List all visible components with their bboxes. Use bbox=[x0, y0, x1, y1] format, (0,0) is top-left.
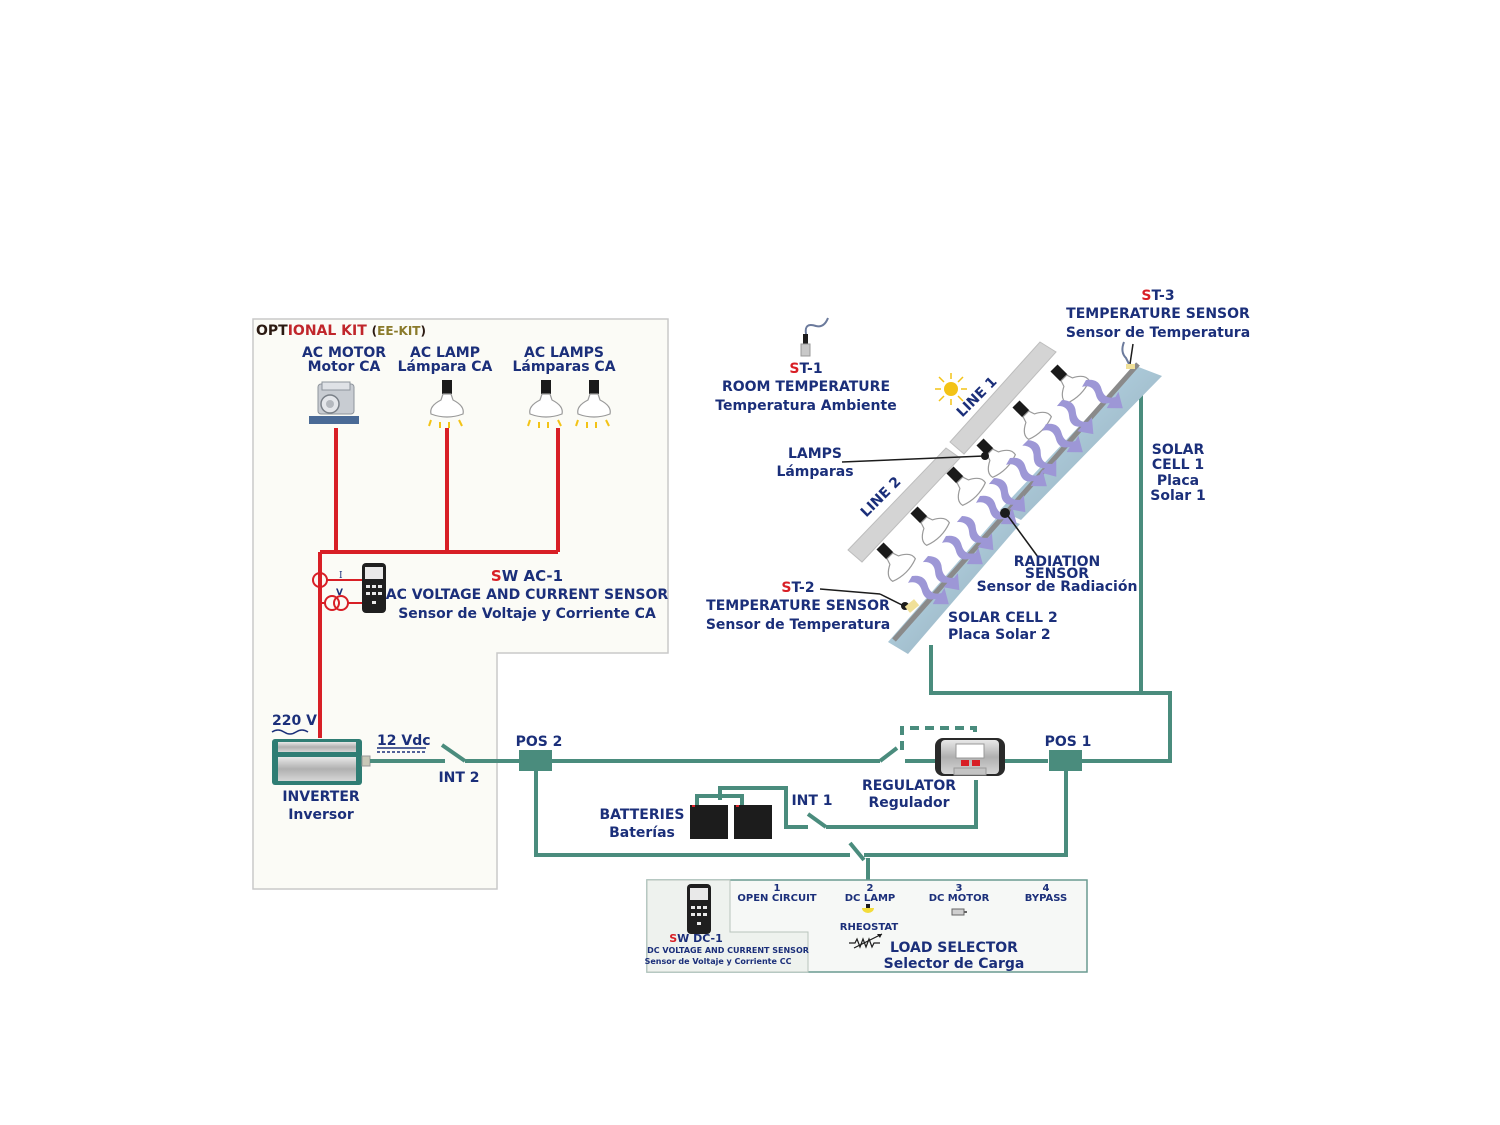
sw-dc1-subtitle: Sensor de Voltaje y Corriente CC bbox=[645, 957, 792, 966]
st2-subtitle: Sensor de Temperatura bbox=[706, 617, 890, 633]
radiation-pointer bbox=[1007, 515, 1039, 558]
solar-cell2-subtitle: Placa Solar 2 bbox=[948, 627, 1051, 643]
ac-motor-label: AC MOTOR bbox=[302, 345, 386, 361]
st2-code: ST-2 bbox=[781, 580, 814, 596]
radiation-l2: SENSOR bbox=[1025, 566, 1089, 582]
int1-label: INT 1 bbox=[791, 793, 832, 809]
ac-wave-icon bbox=[271, 729, 309, 735]
load-option-2[interactable]: 2 DC LAMP bbox=[845, 883, 896, 913]
int1-switch[interactable] bbox=[806, 812, 828, 829]
option-number: 3 bbox=[956, 883, 963, 894]
ac-lamps-label: AC LAMPS bbox=[524, 345, 604, 361]
regulator-title: REGULATOR bbox=[862, 778, 956, 794]
lamp-line-1 bbox=[949, 341, 1057, 455]
option-number: 2 bbox=[867, 883, 874, 894]
sw-ac1-title: AC VOLTAGE AND CURRENT SENSOR bbox=[386, 587, 669, 603]
optional-kit-label: IONAL KIT bbox=[288, 323, 368, 339]
lamp-line-2 bbox=[847, 447, 961, 563]
dc-lamp-cap bbox=[866, 904, 870, 908]
dc-motor-icon bbox=[951, 908, 965, 916]
load-selector-subtitle: Selector de Carga bbox=[884, 956, 1025, 972]
regulator-subtitle: Regulador bbox=[868, 795, 949, 811]
solar-cell1-l4: Solar 1 bbox=[1150, 488, 1205, 504]
ac-motor-sublabel: Motor CA bbox=[308, 359, 381, 375]
load-option-1[interactable]: 1 OPEN CIRCUIT bbox=[737, 883, 816, 904]
ac-voltage-label: 220 V bbox=[272, 713, 317, 729]
inverter-subtitle: Inversor bbox=[288, 807, 354, 823]
solar-cell1-l1: SOLAR bbox=[1152, 442, 1205, 458]
pos2-label: POS 2 bbox=[516, 734, 563, 750]
st1-subtitle: Temperatura Ambiente bbox=[715, 398, 896, 414]
option-label: DC MOTOR bbox=[929, 893, 990, 904]
solar-cell1-l3: Placa bbox=[1157, 473, 1199, 489]
lamps-pointer-dot bbox=[981, 452, 989, 460]
optional-kit-title: OPTIONAL KIT (EE-KIT) bbox=[256, 323, 426, 339]
st3-subtitle: Sensor de Temperatura bbox=[1066, 325, 1250, 341]
st2-pointer bbox=[819, 588, 881, 595]
voltage-symbol: V bbox=[336, 588, 343, 598]
pos1-label: POS 1 bbox=[1045, 734, 1092, 750]
st2-title: TEMPERATURE SENSOR bbox=[706, 598, 890, 614]
int2-label: INT 2 bbox=[438, 770, 479, 786]
sw-ac1-subtitle: Sensor de Voltaje y Corriente CA bbox=[398, 606, 656, 622]
load-option-4[interactable]: 4 BYPASS bbox=[1025, 883, 1067, 904]
option-number: 4 bbox=[1043, 883, 1050, 894]
solar-cell1-l2: CELL 1 bbox=[1152, 457, 1204, 473]
room-temperature-sensor-icon bbox=[800, 317, 829, 357]
st3-code: ST-3 bbox=[1141, 288, 1174, 304]
option-label: DC LAMP bbox=[845, 893, 896, 904]
dc-motor-shaft bbox=[964, 911, 967, 913]
lamp-icon bbox=[1041, 355, 1093, 407]
st2-pointer-seg bbox=[879, 593, 905, 607]
dc-wiring bbox=[370, 378, 1172, 880]
lamps-pointer bbox=[841, 455, 985, 463]
sw-ac1-code: SW AC-1 bbox=[491, 567, 563, 585]
inverter-title: INVERTER bbox=[282, 789, 360, 805]
sun-icon bbox=[935, 373, 967, 405]
load-option-3[interactable]: 3 DC MOTOR bbox=[929, 883, 990, 916]
rheostat-icon bbox=[849, 933, 883, 949]
inverter-icon bbox=[272, 739, 371, 785]
ac-motor-icon bbox=[309, 381, 359, 424]
dc-sensor-meter-icon bbox=[687, 884, 711, 934]
radiation-subtitle: Sensor de Radiación bbox=[977, 579, 1138, 595]
ac-lamp-label: AC LAMP bbox=[410, 345, 480, 361]
option-label: OPEN CIRCUIT bbox=[737, 893, 816, 904]
ac-wiring bbox=[312, 428, 560, 738]
ac-lamp-sublabel: Lámpara CA bbox=[398, 359, 493, 375]
rheostat-label: RHEOSTAT bbox=[840, 922, 899, 933]
option-label: BYPASS bbox=[1025, 893, 1067, 904]
solar-cell2-title: SOLAR CELL 2 bbox=[948, 610, 1058, 626]
option-number: 1 bbox=[774, 883, 781, 894]
radiation-l1: RADIATION bbox=[1014, 554, 1101, 570]
st1-title: ROOM TEMPERATURE bbox=[722, 379, 890, 395]
lamps-title: LAMPS bbox=[788, 446, 842, 462]
st3-sensor-icon bbox=[1121, 341, 1135, 369]
load-selector-switch[interactable] bbox=[848, 841, 866, 862]
pos1-connector[interactable] bbox=[1049, 750, 1082, 771]
dc-voltage-label: 12 Vdc bbox=[377, 733, 431, 749]
batteries-icon bbox=[690, 805, 772, 839]
sw-dc1-title: DC VOLTAGE AND CURRENT SENSOR bbox=[647, 946, 809, 955]
dc-lamp-icon bbox=[862, 908, 874, 913]
int2-switch[interactable] bbox=[440, 743, 467, 763]
regulator-icon bbox=[935, 738, 1005, 776]
st2-sensor-icon bbox=[904, 599, 920, 613]
ac-lamps-sublabel: Lámparas CA bbox=[512, 359, 615, 375]
batteries-title: BATTERIES bbox=[599, 807, 684, 823]
sw-dc1-code: SW DC-1 bbox=[669, 932, 723, 945]
lamps-subtitle: Lámparas bbox=[776, 464, 853, 480]
load-selector-title: LOAD SELECTOR bbox=[890, 940, 1018, 956]
st1-code: ST-1 bbox=[789, 361, 822, 377]
regulator-switch[interactable] bbox=[878, 746, 899, 763]
pos2-connector[interactable] bbox=[519, 750, 552, 771]
batteries-subtitle: Baterías bbox=[609, 825, 675, 841]
radiation-sensor-icon bbox=[1000, 508, 1010, 518]
st3-title: TEMPERATURE SENSOR bbox=[1066, 306, 1250, 322]
current-symbol: I bbox=[339, 571, 343, 581]
ac-sensor-meter-icon bbox=[362, 563, 386, 613]
